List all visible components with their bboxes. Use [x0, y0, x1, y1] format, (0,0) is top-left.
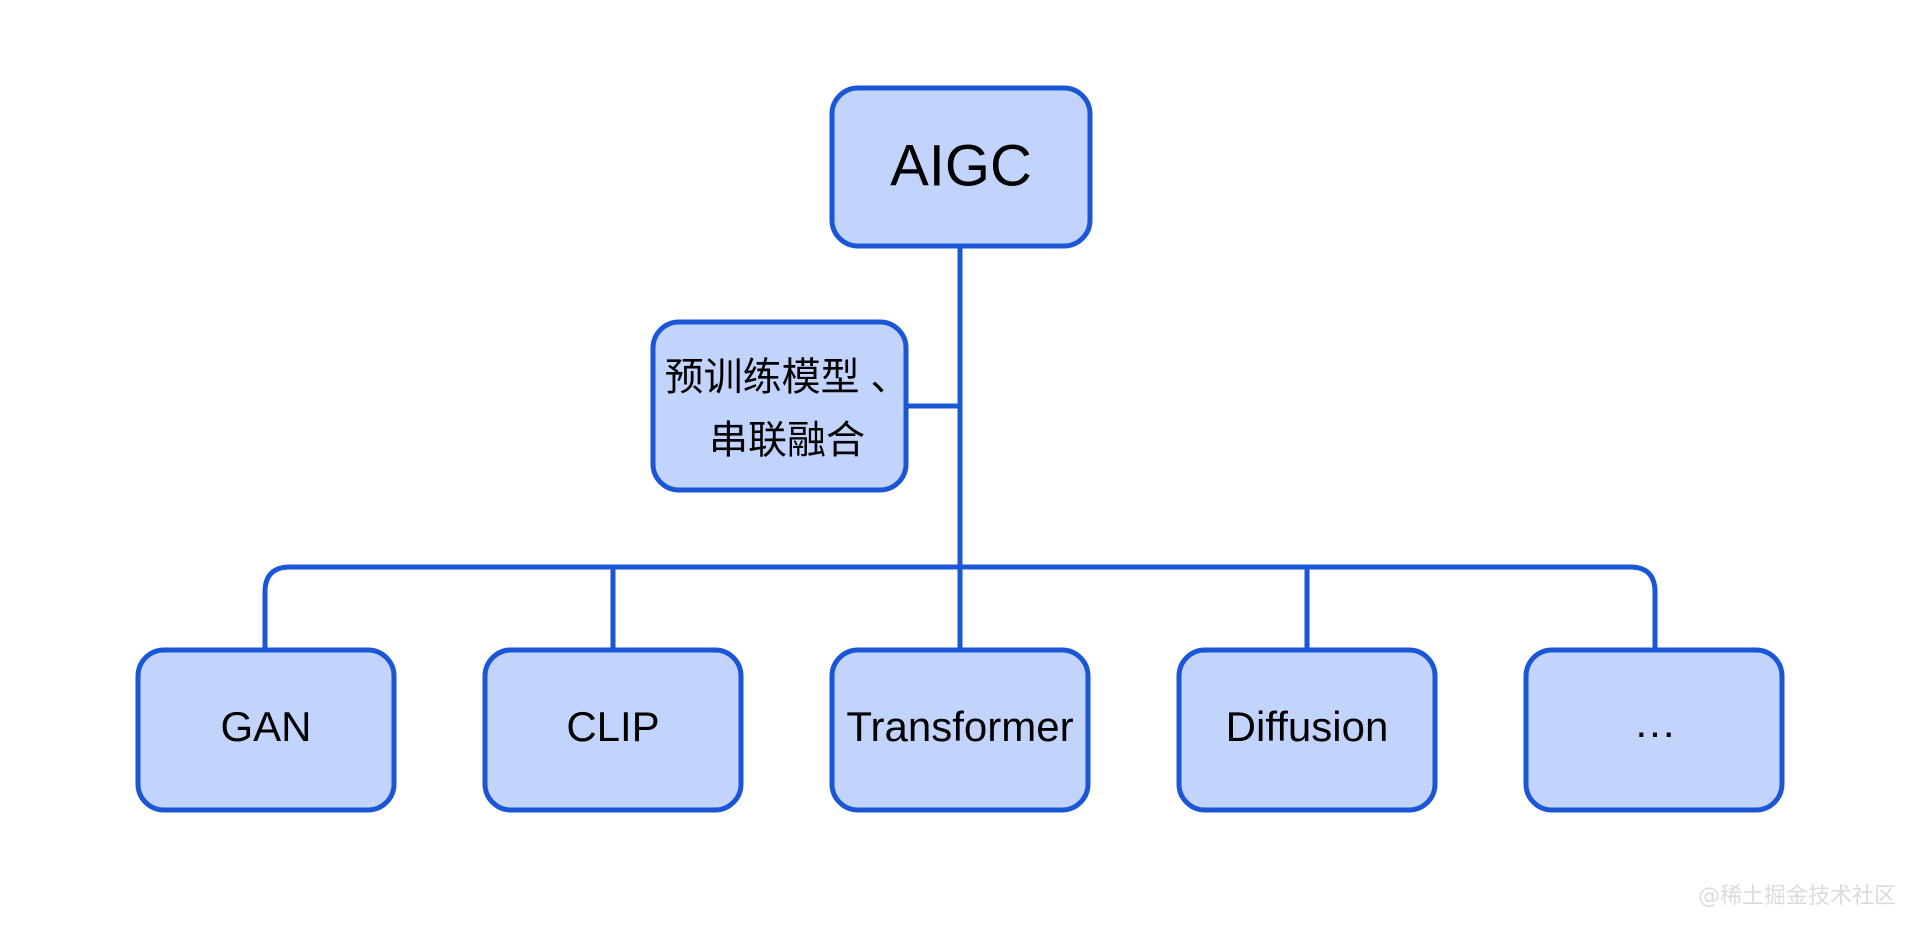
- node-ellipsis[interactable]: ...: [1523, 647, 1785, 813]
- connector-bus-right: [960, 564, 1658, 650]
- node-gan[interactable]: GAN: [135, 647, 397, 813]
- node-diffusion-label: Diffusion: [1226, 703, 1389, 750]
- connector-bus-left: [262, 564, 960, 650]
- node-aigc-box[interactable]: [829, 85, 1093, 249]
- node-diffusion-box[interactable]: [1176, 647, 1438, 813]
- node-gan-label: GAN: [220, 703, 311, 750]
- watermark-label: @稀土掘金技术社区: [1698, 884, 1896, 909]
- node-aigc[interactable]: AIGC: [829, 85, 1093, 249]
- node-transformer-label: Transformer: [846, 703, 1073, 750]
- node-transformer[interactable]: Transformer: [829, 647, 1091, 813]
- node-diffusion[interactable]: Diffusion: [1176, 647, 1438, 813]
- node-pretrain-note-label-line2: 串联融合: [709, 419, 865, 462]
- node-ellipsis-label: ...: [1635, 699, 1676, 746]
- node-aigc-label: AIGC: [890, 133, 1032, 198]
- node-clip-box[interactable]: [482, 647, 744, 813]
- connector-layer: [262, 244, 1658, 650]
- node-gan-box[interactable]: [135, 647, 397, 813]
- node-clip[interactable]: CLIP: [482, 647, 744, 813]
- node-pretrain-note[interactable]: 预训练模型 、 串联融合: [650, 319, 910, 493]
- node-ellipsis-box[interactable]: [1523, 647, 1785, 813]
- node-pretrain-note-box[interactable]: [650, 319, 909, 493]
- node-clip-label: CLIP: [566, 703, 659, 750]
- node-transformer-box[interactable]: [829, 647, 1091, 813]
- node-pretrain-note-label-line1: 预训练模型 、: [665, 356, 910, 399]
